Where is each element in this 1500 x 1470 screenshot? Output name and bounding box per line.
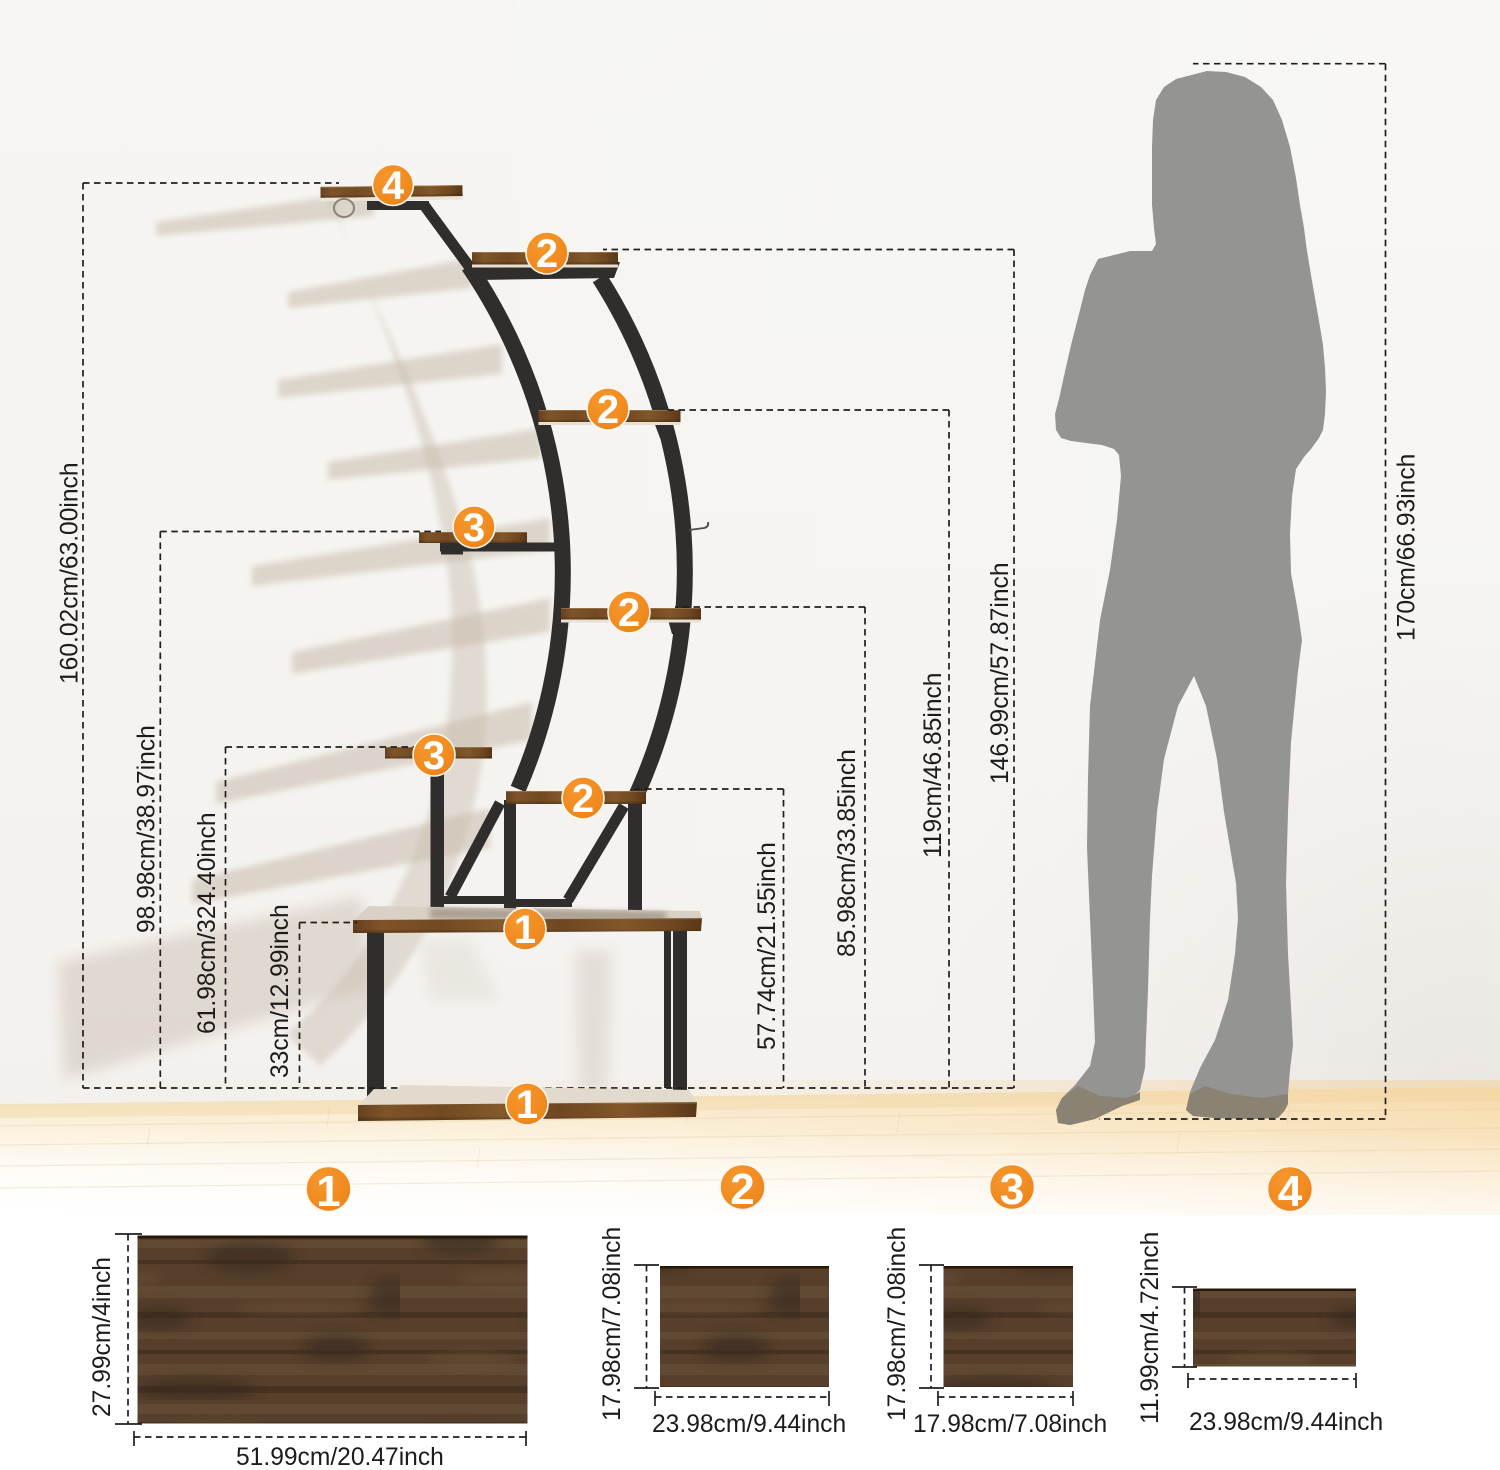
svg-text:2: 2 [618,591,640,635]
svg-text:23.98cm/9.44inch: 23.98cm/9.44inch [652,1411,846,1438]
svg-text:11.99cm/4.72inch: 11.99cm/4.72inch [1137,1232,1164,1424]
svg-text:1: 1 [316,1167,340,1216]
svg-text:4: 4 [1278,1167,1303,1216]
svg-text:85.98cm/33.85inch: 85.98cm/33.85inch [834,749,861,957]
svg-text:2: 2 [572,777,594,821]
svg-text:2: 2 [730,1165,754,1214]
svg-text:170cm/66.93inch: 170cm/66.93inch [1394,454,1421,641]
svg-text:51.99cm/20.47inch: 51.99cm/20.47inch [236,1444,444,1470]
svg-text:1: 1 [514,908,536,952]
svg-text:160.02cm/63.00inch: 160.02cm/63.00inch [57,463,84,685]
svg-text:2: 2 [597,388,619,432]
svg-text:4: 4 [382,164,405,208]
svg-text:17.98cm/7.08inch: 17.98cm/7.08inch [599,1227,626,1421]
svg-text:17.98cm/7.08inch: 17.98cm/7.08inch [913,1411,1107,1438]
svg-text:3: 3 [463,506,485,550]
svg-text:27.99cm/4inch: 27.99cm/4inch [89,1257,116,1417]
svg-text:146.99cm/57.87inch: 146.99cm/57.87inch [987,563,1014,785]
svg-text:23.98cm/9.44inch: 23.98cm/9.44inch [1189,1409,1383,1436]
svg-text:61.98cm/324.40inch: 61.98cm/324.40inch [194,813,221,1035]
svg-text:17.98cm/7.08inch: 17.98cm/7.08inch [884,1227,911,1421]
svg-text:57.74cm/21.55inch: 57.74cm/21.55inch [754,842,781,1050]
svg-text:2: 2 [536,232,558,276]
svg-text:119cm/46.85inch: 119cm/46.85inch [920,673,947,859]
svg-text:3: 3 [1000,1165,1024,1214]
svg-text:98.98cm/38.97inch: 98.98cm/38.97inch [134,725,161,933]
svg-text:33cm/12.99inch: 33cm/12.99inch [267,904,294,1078]
svg-text:3: 3 [423,734,445,778]
svg-text:1: 1 [516,1083,538,1127]
